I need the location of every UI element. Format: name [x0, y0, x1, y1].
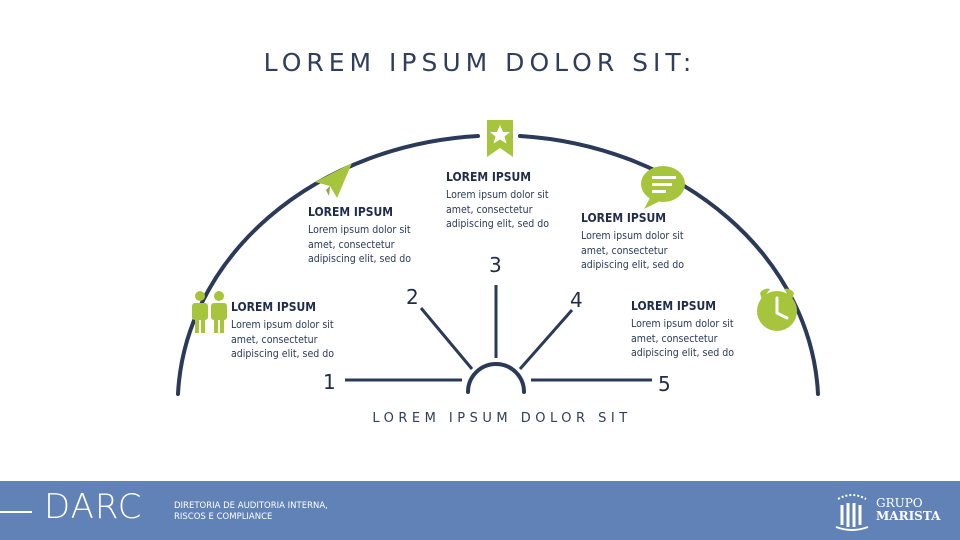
spoke-4 [518, 309, 574, 370]
marista-emblem-icon [835, 494, 869, 531]
item-2-heading: LOREM IPSUM [308, 205, 394, 219]
number-4: 4 [570, 288, 583, 312]
number-5: 5 [658, 372, 671, 396]
grupo-marista-logo: GRUPO MARISTA [832, 491, 952, 533]
number-2: 2 [406, 285, 419, 309]
item-5: LOREM IPSUM Lorem ipsum dolor sit amet, … [631, 299, 801, 361]
item-1: LOREM IPSUM Lorem ipsum dolor sit amet, … [231, 300, 401, 362]
people-icon [192, 291, 227, 333]
chat-bubble-icon [641, 166, 685, 209]
item-1-body: Lorem ipsum dolor sit amet, consectetur … [231, 319, 335, 360]
number-1: 1 [323, 370, 336, 394]
footer-bar: DARC DIRETORIA DE AUDITORIA INTERNA, RIS… [0, 481, 960, 540]
item-1-heading: LOREM IPSUM [231, 300, 317, 314]
logo-line-marista: MARISTA [876, 509, 941, 523]
footer-description: DIRETORIA DE AUDITORIA INTERNA, RISCOS E… [174, 501, 344, 523]
footer-description-line1: DIRETORIA DE AUDITORIA INTERNA, [174, 501, 328, 511]
number-3: 3 [489, 253, 502, 277]
outer-arc-left [176, 134, 480, 396]
footer-rule [0, 511, 32, 513]
page-title: LOREM IPSUM DOLOR SIT: [263, 48, 697, 77]
diagram-subtitle: LOREM IPSUM DOLOR SIT [372, 411, 632, 426]
item-3-heading: LOREM IPSUM [446, 170, 532, 184]
item-4: LOREM IPSUM Lorem ipsum dolor sit amet, … [581, 211, 751, 273]
alarm-clock-icon [757, 288, 797, 331]
footer-brand: DARC [44, 487, 143, 527]
item-5-body: Lorem ipsum dolor sit amet, consectetur … [631, 318, 735, 359]
item-4-heading: LOREM IPSUM [581, 211, 667, 225]
item-2: LOREM IPSUM Lorem ipsum dolor sit amet, … [308, 205, 478, 267]
center-hub-arc [466, 362, 526, 394]
spoke-2 [419, 307, 474, 370]
item-4-body: Lorem ipsum dolor sit amet, consectetur … [581, 230, 685, 271]
item-3: LOREM IPSUM Lorem ipsum dolor sit amet, … [446, 170, 616, 232]
footer-description-line2: RISCOS E COMPLIANCE [174, 512, 273, 522]
star-bookmark-icon [487, 120, 513, 157]
logo-line-grupo: GRUPO [876, 496, 923, 510]
item-2-body: Lorem ipsum dolor sit amet, consectetur … [308, 224, 412, 265]
outer-arc-right [518, 134, 820, 396]
item-5-heading: LOREM IPSUM [631, 299, 717, 313]
paper-plane-icon [315, 163, 352, 198]
item-3-body: Lorem ipsum dolor sit amet, consectetur … [446, 189, 550, 230]
